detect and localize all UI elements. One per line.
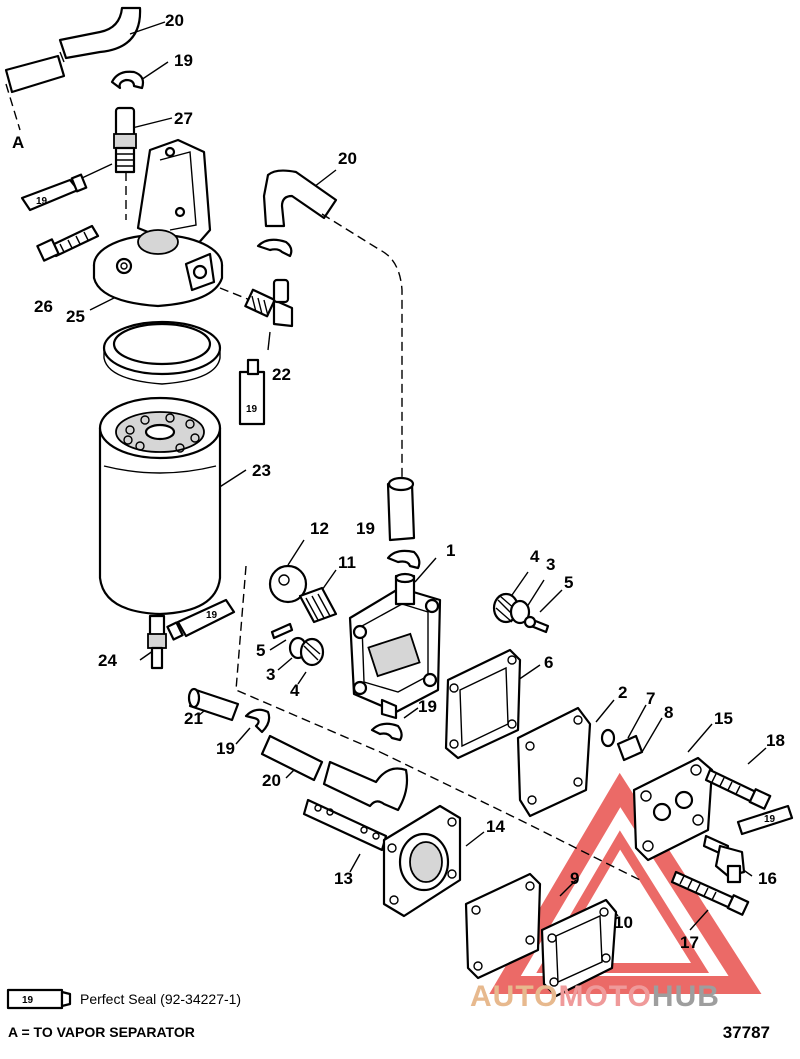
washer-3-right: [509, 599, 531, 625]
callout-11: 11: [338, 553, 356, 572]
elbow-fitting-22: [219, 278, 294, 328]
housing-14: [382, 804, 462, 918]
callout-1: 1: [446, 541, 455, 560]
bolt-26: [36, 224, 100, 262]
callout-3-right: 3: [546, 555, 555, 574]
callout-19-mid: 19: [356, 519, 375, 538]
hose-clip-19-middle: [386, 549, 421, 570]
sealant-tube-right: 19: [736, 804, 794, 836]
bolt-18: [704, 768, 772, 810]
callout-20-mid: 20: [338, 149, 357, 168]
screw-5-right: [523, 615, 550, 634]
spring-8: [616, 734, 644, 762]
figure-number: 37787: [722, 1023, 770, 1042]
legend-tube-icon: 19: [6, 988, 72, 1010]
callout-15: 15: [714, 709, 733, 728]
callout-14: 14: [486, 817, 505, 836]
callout-18: 18: [766, 731, 785, 750]
callout-2: 2: [618, 683, 627, 702]
sealant-tube-22: 19: [238, 358, 266, 426]
vapor-line-to-a: [5, 83, 127, 220]
tube-label-top: 19: [36, 196, 48, 207]
fitting-21: [187, 687, 240, 722]
callout-7: 7: [646, 689, 655, 708]
callout-16: 16: [758, 869, 777, 888]
callout-8: 8: [664, 703, 673, 722]
callout-22: 22: [272, 365, 291, 384]
callout-21: 21: [184, 709, 203, 728]
callout-9: 9: [570, 869, 579, 888]
hose-20-middle: [262, 169, 338, 228]
callout-24: 24: [98, 651, 117, 670]
callout-20-lower: 20: [262, 771, 281, 790]
tube-label-right: 19: [764, 814, 776, 825]
spring-11: [298, 586, 338, 624]
watermark-logo-text: AUTOMOTOHUB: [470, 980, 720, 1014]
legend-tube-label: 19: [22, 995, 34, 1006]
gasket-6: [444, 648, 522, 760]
bolt-17: [670, 870, 750, 916]
callout-26: 26: [34, 297, 53, 316]
callout-13: 13: [334, 869, 353, 888]
elbow-fitting-16: [702, 834, 746, 884]
callout-4-right: 4: [530, 547, 540, 566]
gasket-2: [516, 706, 592, 818]
screw-5-left: [270, 622, 294, 640]
callout-19-left: 19: [216, 739, 235, 758]
watermark-part-auto: AUTO: [470, 980, 559, 1013]
fitting-24: [147, 614, 167, 670]
fuel-filter-23: [98, 396, 222, 616]
legend-vapor-separator-note: A = TO VAPOR SEPARATOR: [8, 1024, 195, 1040]
watermark-part-moto: MOTO: [558, 980, 652, 1013]
callout-5-right: 5: [564, 573, 573, 592]
callout-a: A: [12, 133, 24, 152]
sealant-tube-24: 19: [166, 598, 236, 641]
assembly-dash-outline: [235, 565, 641, 881]
hose-clip-19-lower: [370, 722, 403, 742]
hose-clip-19-left: [244, 708, 271, 734]
tube-label: 19: [246, 404, 258, 415]
callout-10: 10: [614, 913, 633, 932]
callout-27: 27: [174, 109, 193, 128]
hose-small-vertical: [386, 476, 416, 542]
sealant-tube-top: [20, 173, 88, 212]
gasket-10: [540, 898, 618, 998]
tube-label-24: 19: [206, 610, 218, 621]
callout-20-top: 20: [165, 11, 184, 30]
cover-plate-15: [632, 756, 714, 862]
legend-perfect-seal: Perfect Seal (92-34227-1): [80, 991, 242, 1007]
screen-4-left: [299, 637, 325, 667]
callout-5-left: 5: [256, 641, 265, 660]
dashed-fuel-line: [321, 213, 403, 480]
hose-20-lower: [260, 734, 409, 812]
callout-25: 25: [66, 307, 85, 326]
fitting-27: [113, 106, 137, 174]
hose-20-top: [4, 6, 142, 94]
callout-19-lower: 19: [418, 697, 437, 716]
hose-clip-19-top: [110, 70, 145, 90]
callout-6: 6: [544, 653, 553, 672]
filter-seal-ring: [102, 320, 222, 385]
callout-labels: 20 19 27 20 A 25 26 22 23 12 11 19 1 4 3…: [12, 11, 785, 952]
washer-12: [268, 564, 308, 604]
callout-12: 12: [310, 519, 329, 538]
bracket-13: [302, 798, 388, 852]
callout-23: 23: [252, 461, 271, 480]
filter-head-25: [92, 138, 224, 308]
washer-7: [600, 728, 616, 748]
pump-body-1: [348, 572, 442, 720]
watermark-part-hub: HUB: [651, 980, 720, 1013]
callout-4-left: 4: [290, 681, 300, 700]
callout-3-left: 3: [266, 665, 275, 684]
gasket-9: [464, 872, 542, 980]
callout-19-top: 19: [174, 51, 193, 70]
hose-clip-19-head: [256, 238, 293, 258]
callout-17: 17: [680, 933, 699, 952]
